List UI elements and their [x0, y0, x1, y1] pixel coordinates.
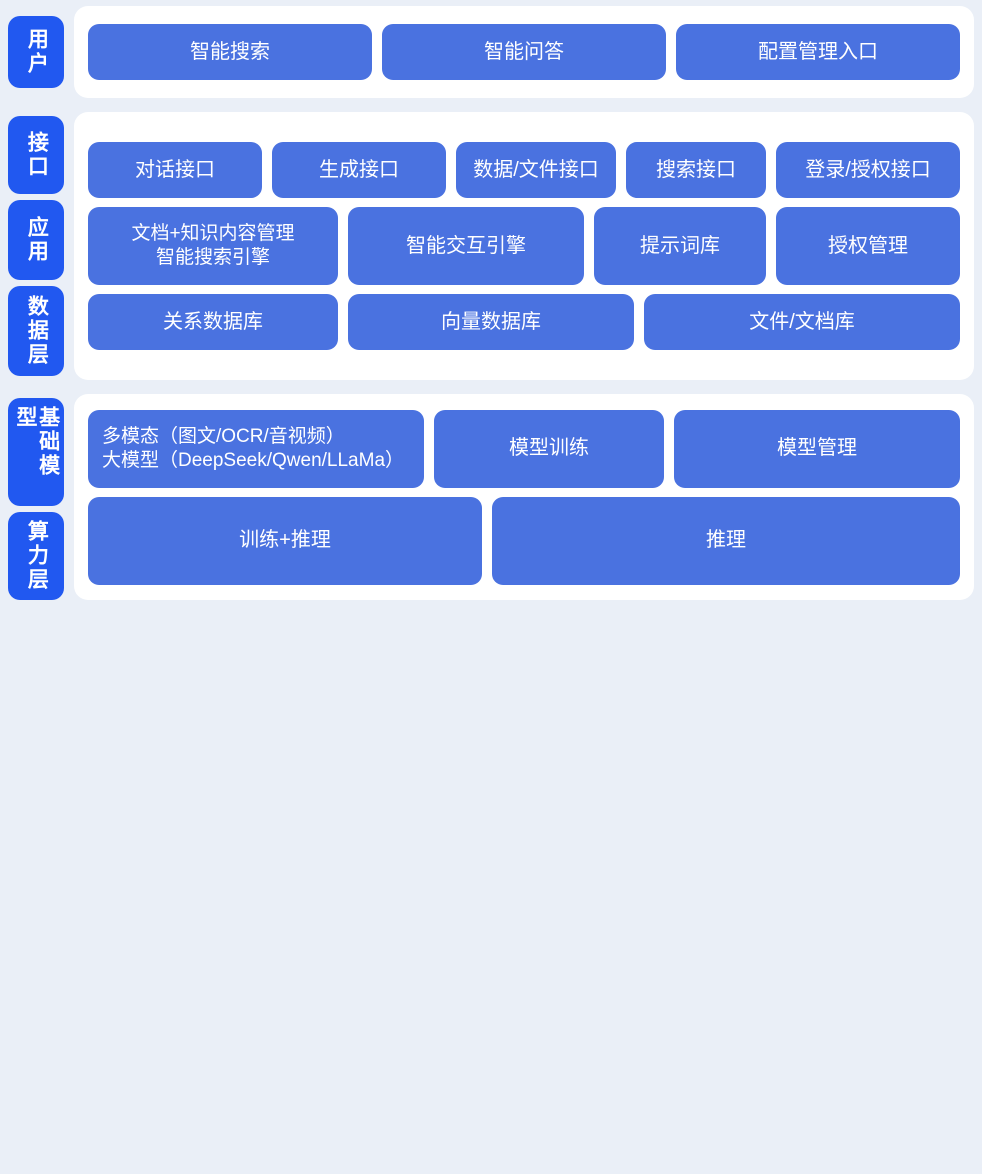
box-model-training[interactable]: 模型训练 [434, 409, 664, 488]
box-generation-api[interactable]: 生成接口 [272, 142, 446, 198]
architecture-diagram: 用户 智能搜索 智能问答 配置管理入口 接口 应用 数据层 对话接口 生成接口 … [8, 6, 974, 604]
band-middle-tabs: 接口 应用 数据层 [8, 112, 64, 380]
box-data-file-api[interactable]: 数据/文件接口 [456, 142, 616, 198]
band-middle-panel: 对话接口 生成接口 数据/文件接口 搜索接口 登录/授权接口 文档+知识内容管理… [74, 112, 974, 380]
row-compute: 训练+推理 推理 [88, 496, 960, 585]
box-search-api[interactable]: 搜索接口 [626, 142, 766, 198]
row-data: 关系数据库 向量数据库 文件/文档库 [88, 294, 960, 350]
box-document-knowledge-management[interactable]: 文档+知识内容管理 智能搜索引擎 [88, 207, 338, 285]
band-middle: 接口 应用 数据层 对话接口 生成接口 数据/文件接口 搜索接口 登录/授权接口… [8, 112, 974, 380]
box-file-document-store[interactable]: 文件/文档库 [644, 294, 960, 350]
box-multimodal-large-model[interactable]: 多模态（图文/OCR/音视频） 大模型（DeepSeek/Qwen/LLaMa） [88, 409, 424, 488]
row-user: 智能搜索 智能问答 配置管理入口 [88, 24, 960, 80]
row-application: 文档+知识内容管理 智能搜索引擎 智能交互引擎 提示词库 授权管理 [88, 207, 960, 285]
box-smart-qa[interactable]: 智能问答 [382, 24, 666, 80]
band-user-tabs: 用户 [8, 6, 64, 98]
band-user: 用户 智能搜索 智能问答 配置管理入口 [8, 6, 974, 98]
side-tab-foundation-model[interactable]: 基础模型 [8, 398, 64, 506]
box-login-auth-api[interactable]: 登录/授权接口 [776, 142, 960, 198]
box-vector-database[interactable]: 向量数据库 [348, 294, 634, 350]
box-model-management[interactable]: 模型管理 [674, 409, 960, 488]
box-smart-search[interactable]: 智能搜索 [88, 24, 372, 80]
box-config-management-entry[interactable]: 配置管理入口 [676, 24, 960, 80]
box-relational-database[interactable]: 关系数据库 [88, 294, 338, 350]
box-prompt-library[interactable]: 提示词库 [594, 207, 766, 285]
side-tab-application[interactable]: 应用 [8, 200, 64, 280]
side-tab-data-layer[interactable]: 数据层 [8, 286, 64, 376]
box-authorization-management[interactable]: 授权管理 [776, 207, 960, 285]
row-interface: 对话接口 生成接口 数据/文件接口 搜索接口 登录/授权接口 [88, 142, 960, 198]
box-inference[interactable]: 推理 [492, 496, 960, 585]
box-smart-interaction-engine[interactable]: 智能交互引擎 [348, 207, 584, 285]
side-tab-user[interactable]: 用户 [8, 16, 64, 88]
box-dialog-api[interactable]: 对话接口 [88, 142, 262, 198]
band-base: 基础模型 算力层 多模态（图文/OCR/音视频） 大模型（DeepSeek/Qw… [8, 394, 974, 604]
band-user-panel: 智能搜索 智能问答 配置管理入口 [74, 6, 974, 98]
row-model: 多模态（图文/OCR/音视频） 大模型（DeepSeek/Qwen/LLaMa）… [88, 409, 960, 488]
side-tab-interface[interactable]: 接口 [8, 116, 64, 194]
box-training-and-inference[interactable]: 训练+推理 [88, 496, 482, 585]
side-tab-compute-layer[interactable]: 算力层 [8, 512, 64, 600]
band-base-panel: 多模态（图文/OCR/音视频） 大模型（DeepSeek/Qwen/LLaMa）… [74, 394, 974, 600]
band-base-tabs: 基础模型 算力层 [8, 394, 64, 604]
